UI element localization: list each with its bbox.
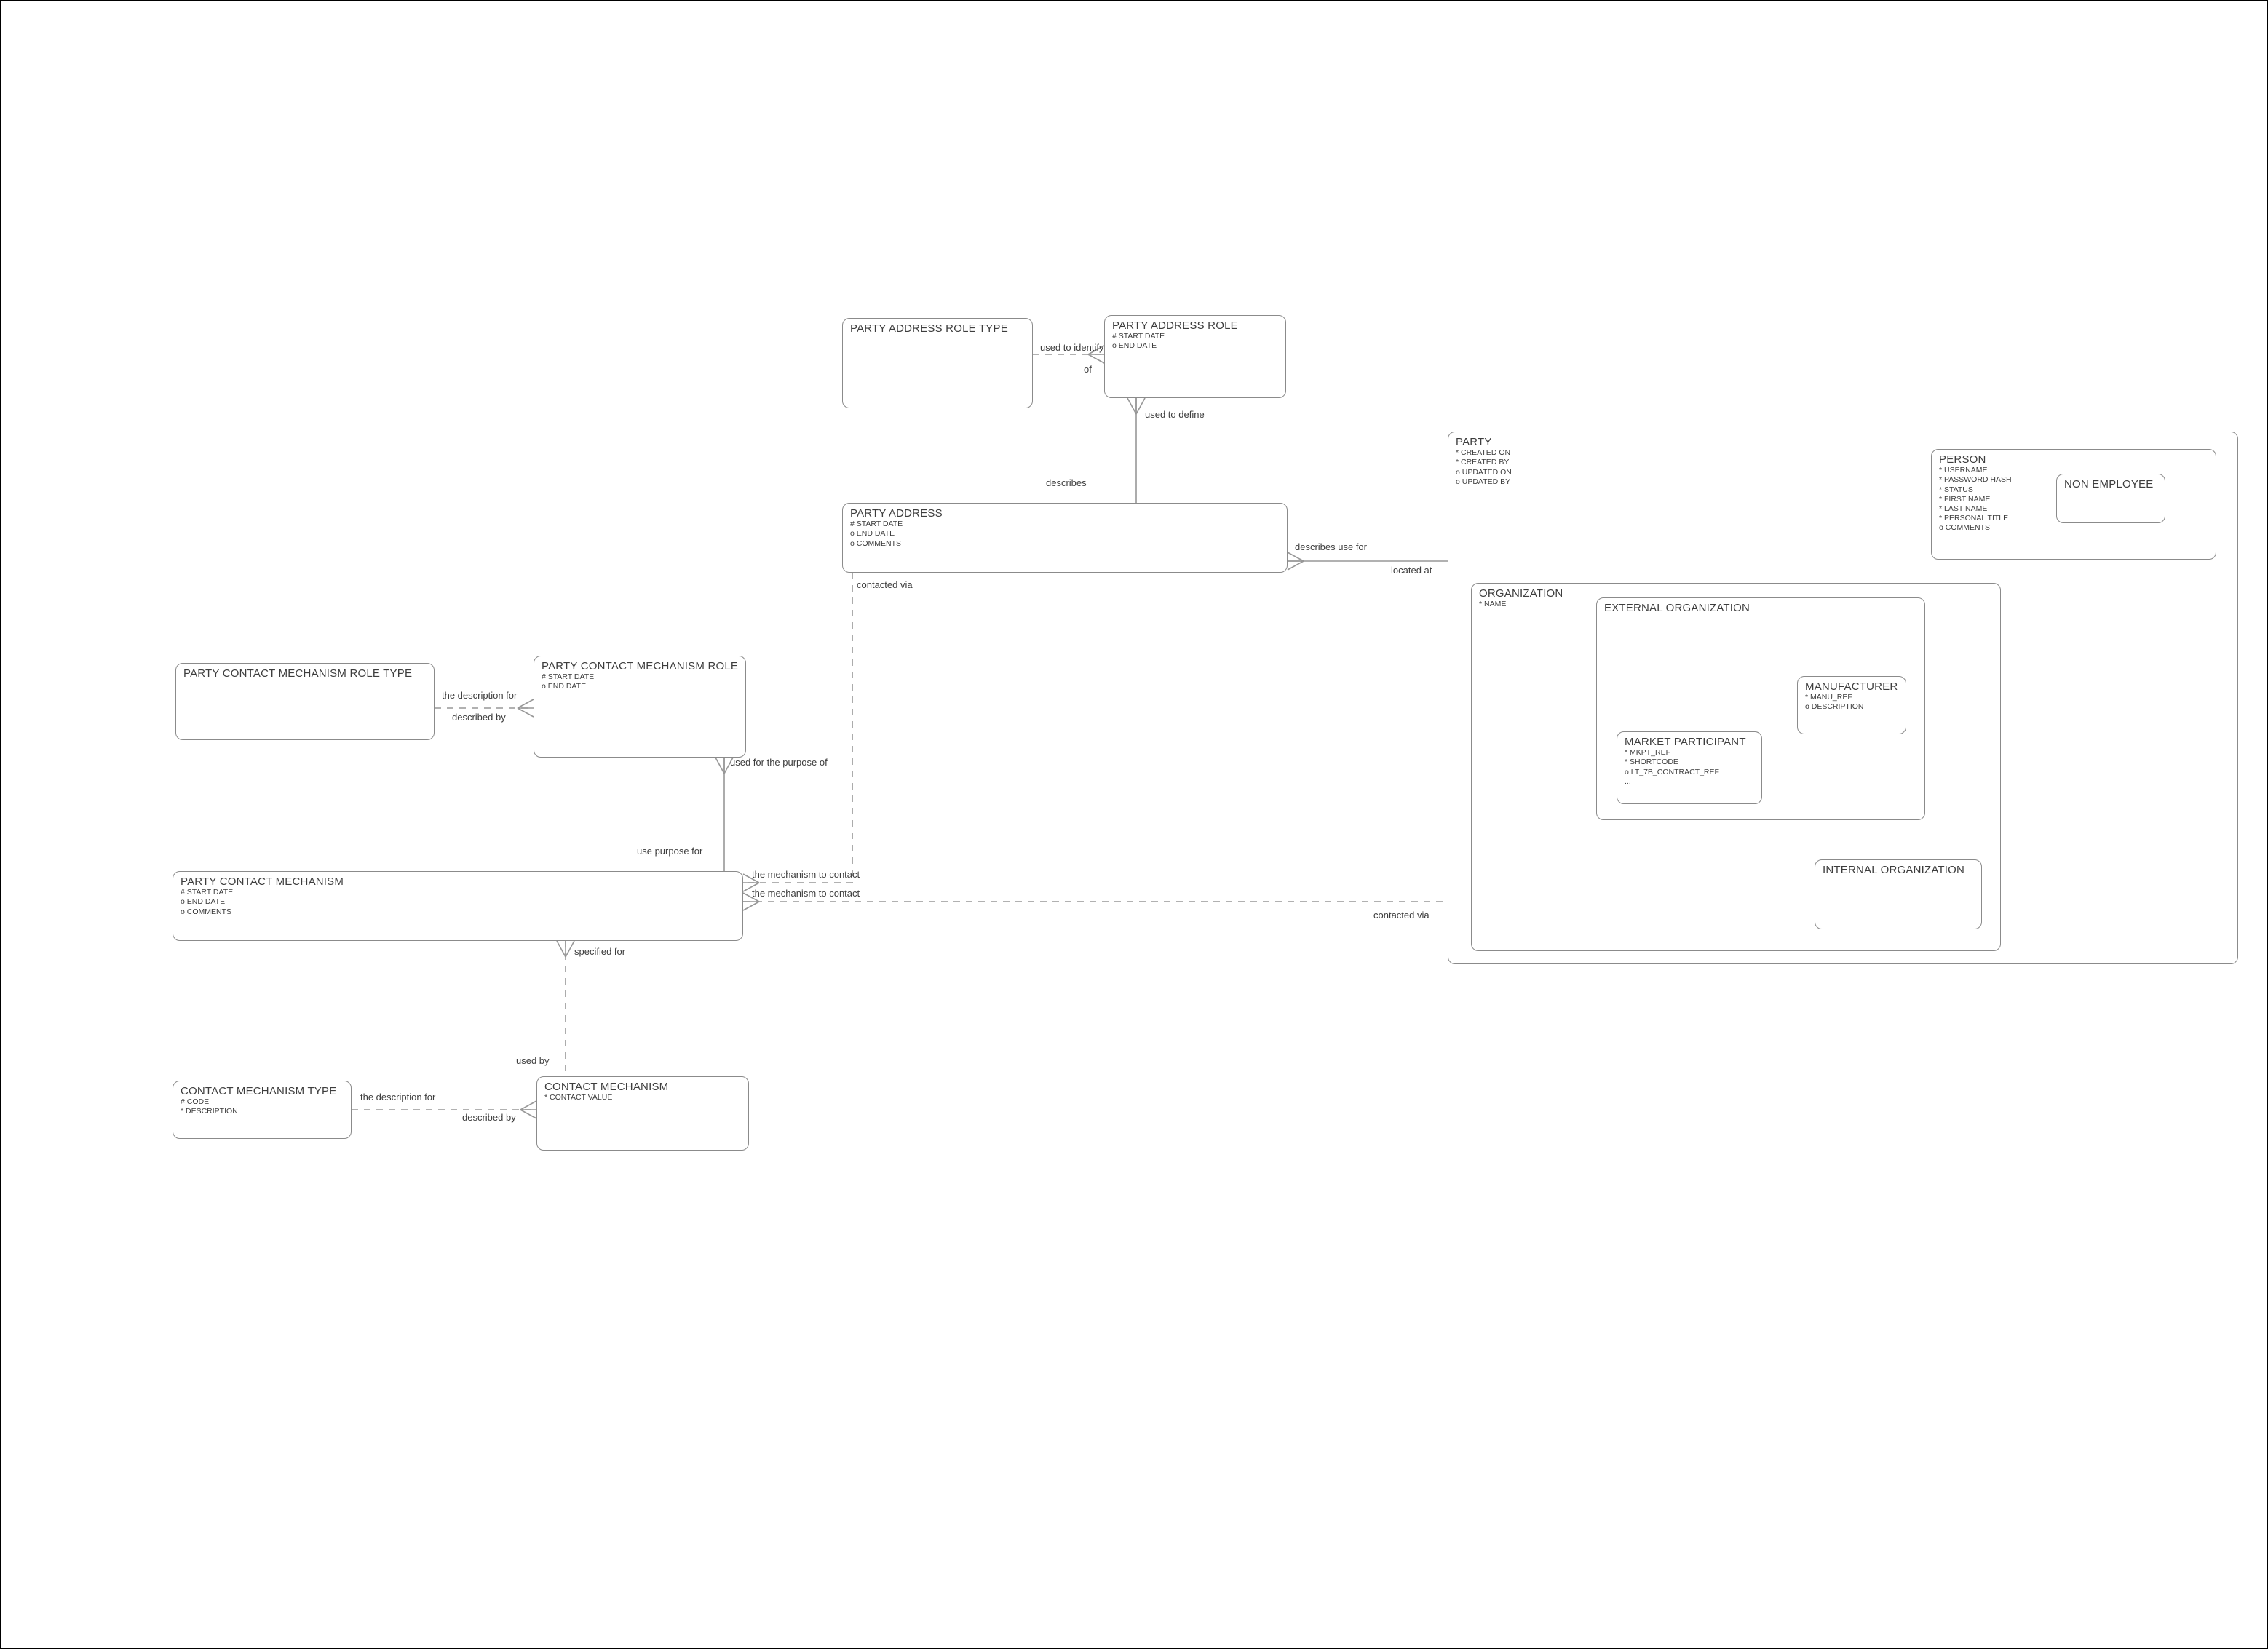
relationship-label-used-for-the-purpose-of: used for the purpose of [730, 757, 828, 768]
entity-title-contact-mechanism-type: CONTACT MECHANISM TYPE [181, 1085, 337, 1097]
entity-attribute: # START DATE [542, 672, 595, 682]
entity-attribute: * CONTACT VALUE [544, 1093, 613, 1102]
relationship-label-used-to-define: used to define [1145, 409, 1205, 420]
crows-foot-icon [1287, 552, 1304, 562]
entity-contact-mechanism[interactable]: CONTACT MECHANISM* CONTACT VALUE [536, 1076, 749, 1151]
entity-attribute: o COMMENTS [181, 907, 232, 916]
relationship-label-described-by-upper: described by [452, 712, 506, 723]
crows-foot-icon [715, 757, 725, 774]
entity-attribute: o LT_7B_CONTRACT_REF [1625, 767, 1719, 776]
entity-title-party-contact-mechanism: PARTY CONTACT MECHANISM [181, 875, 344, 888]
crows-foot-icon [742, 882, 760, 892]
crows-foot-icon [520, 1109, 537, 1119]
entity-attribute: * MKPT_REF [1625, 748, 1671, 758]
entity-attribute: # CODE [181, 1097, 210, 1107]
crows-foot-icon [723, 757, 734, 774]
entity-non-employee[interactable]: NON EMPLOYEE [2056, 474, 2165, 523]
relationship-label-located-at: located at [1391, 565, 1432, 576]
entity-title-market-participant: MARKET PARTICIPANT [1625, 736, 1746, 748]
relationship-label-describes: describes [1046, 477, 1087, 488]
entity-attribute: # START DATE [1112, 332, 1165, 341]
crows-foot-icon [1087, 345, 1105, 355]
relationship-label-use-purpose-for: use purpose for [637, 846, 703, 857]
entity-internal-organization[interactable]: INTERNAL ORGANIZATION [1815, 859, 1982, 929]
entity-title-external-organization: EXTERNAL ORGANIZATION [1604, 602, 1750, 614]
crows-foot-icon [742, 901, 760, 911]
relationship-label-contacted-via-lower: contacted via [1373, 910, 1430, 921]
relationship-label-specified-for: specified for [574, 946, 626, 957]
entity-attribute: * PERSONAL TITLE [1939, 513, 2009, 522]
crows-foot-icon [556, 940, 566, 958]
entity-attribute: o END DATE [850, 529, 895, 539]
crows-foot-icon [520, 1100, 537, 1110]
relationship-label-described-by-lower: described by [462, 1112, 516, 1123]
entity-title-party-contact-mechanism-role-type: PARTY CONTACT MECHANISM ROLE TYPE [183, 667, 413, 680]
entity-attribute: * FIRST NAME [1939, 494, 1991, 504]
relationship-label-the-description-for-lower: the description for [360, 1092, 436, 1102]
relationship-label-used-by: used by [516, 1055, 550, 1066]
entity-attribute: * STATUS [1939, 485, 1973, 494]
entity-title-non-employee: NON EMPLOYEE [2064, 478, 2154, 490]
entity-attribute: o UPDATED BY [1456, 477, 1511, 486]
entity-title-party-contact-mechanism-role: PARTY CONTACT MECHANISM ROLE [542, 660, 739, 672]
entity-title-internal-organization: INTERNAL ORGANIZATION [1823, 864, 1965, 876]
crows-foot-icon [1127, 397, 1137, 415]
crows-foot-icon [517, 699, 534, 709]
entity-party-address-role-type[interactable]: PARTY ADDRESS ROLE TYPE [842, 318, 1033, 408]
entity-attribute: * SHORTCODE [1625, 758, 1678, 767]
crows-foot-icon [517, 707, 534, 718]
crows-foot-icon [742, 873, 760, 883]
entity-party-contact-mechanism-role-type[interactable]: PARTY CONTACT MECHANISM ROLE TYPE [175, 663, 435, 740]
entity-attribute: * DESCRIPTION [181, 1107, 238, 1116]
entity-attribute: * CREATED ON [1456, 448, 1511, 458]
entity-attribute: o END DATE [181, 897, 226, 907]
relationship-label-describes-use-for: describes use for [1295, 541, 1367, 552]
entity-attribute: o DESCRIPTION [1805, 702, 1864, 712]
crows-foot-icon [742, 892, 760, 902]
relationship-label-of: of [1084, 364, 1092, 375]
entity-party-contact-mechanism-role[interactable]: PARTY CONTACT MECHANISM ROLE# START DATE… [534, 656, 746, 758]
entity-attribute: o END DATE [542, 682, 587, 691]
entity-title-organization: ORGANIZATION [1479, 587, 1563, 600]
entity-attribute: # START DATE [850, 520, 903, 529]
entity-attribute: o COMMENTS [850, 539, 902, 548]
entity-title-party-address-role-type: PARTY ADDRESS ROLE TYPE [850, 322, 1008, 335]
crows-foot-icon [1135, 397, 1146, 415]
entity-title-manufacturer: MANUFACTURER [1805, 680, 1898, 693]
relationship-label-used-to-identify: used to identify [1040, 342, 1104, 353]
entity-attribute: * PASSWORD HASH [1939, 475, 2012, 485]
entity-attribute: o COMMENTS [1939, 523, 1991, 532]
crows-foot-icon [565, 940, 575, 958]
relationship-label-the-description-for-upper: the description for [442, 690, 518, 701]
entity-attribute: o UPDATED ON [1456, 467, 1512, 477]
entity-title-party-address: PARTY ADDRESS [850, 507, 943, 520]
crows-foot-icon [1287, 560, 1304, 571]
entity-title-contact-mechanism: CONTACT MECHANISM [544, 1081, 669, 1093]
entity-title-party: PARTY [1456, 436, 1492, 448]
entity-attribute: ... [1625, 776, 1631, 786]
entity-attribute: o END DATE [1112, 341, 1157, 351]
entity-title-person: PERSON [1939, 453, 1986, 466]
entity-attribute: * LAST NAME [1939, 504, 1988, 513]
entity-attribute: * CREATED BY [1456, 458, 1510, 467]
relationship-label-the-mechanism-to-contact-2: the mechanism to contact [752, 888, 860, 899]
crows-foot-icon [1087, 354, 1105, 364]
entity-contact-mechanism-type[interactable]: CONTACT MECHANISM TYPE# CODE* DESCRIPTIO… [173, 1081, 352, 1139]
relationship-label-the-mechanism-to-contact-1: the mechanism to contact [752, 869, 860, 880]
entity-attribute: * NAME [1479, 600, 1507, 609]
relationship-line [743, 573, 853, 883]
entity-attribute: * USERNAME [1939, 466, 1988, 475]
relationship-label-contacted-via-upper: contacted via [857, 579, 913, 590]
entity-attribute: # START DATE [181, 888, 234, 897]
entity-title-party-address-role: PARTY ADDRESS ROLE [1112, 319, 1238, 332]
entity-attribute: * MANU_REF [1805, 693, 1852, 702]
